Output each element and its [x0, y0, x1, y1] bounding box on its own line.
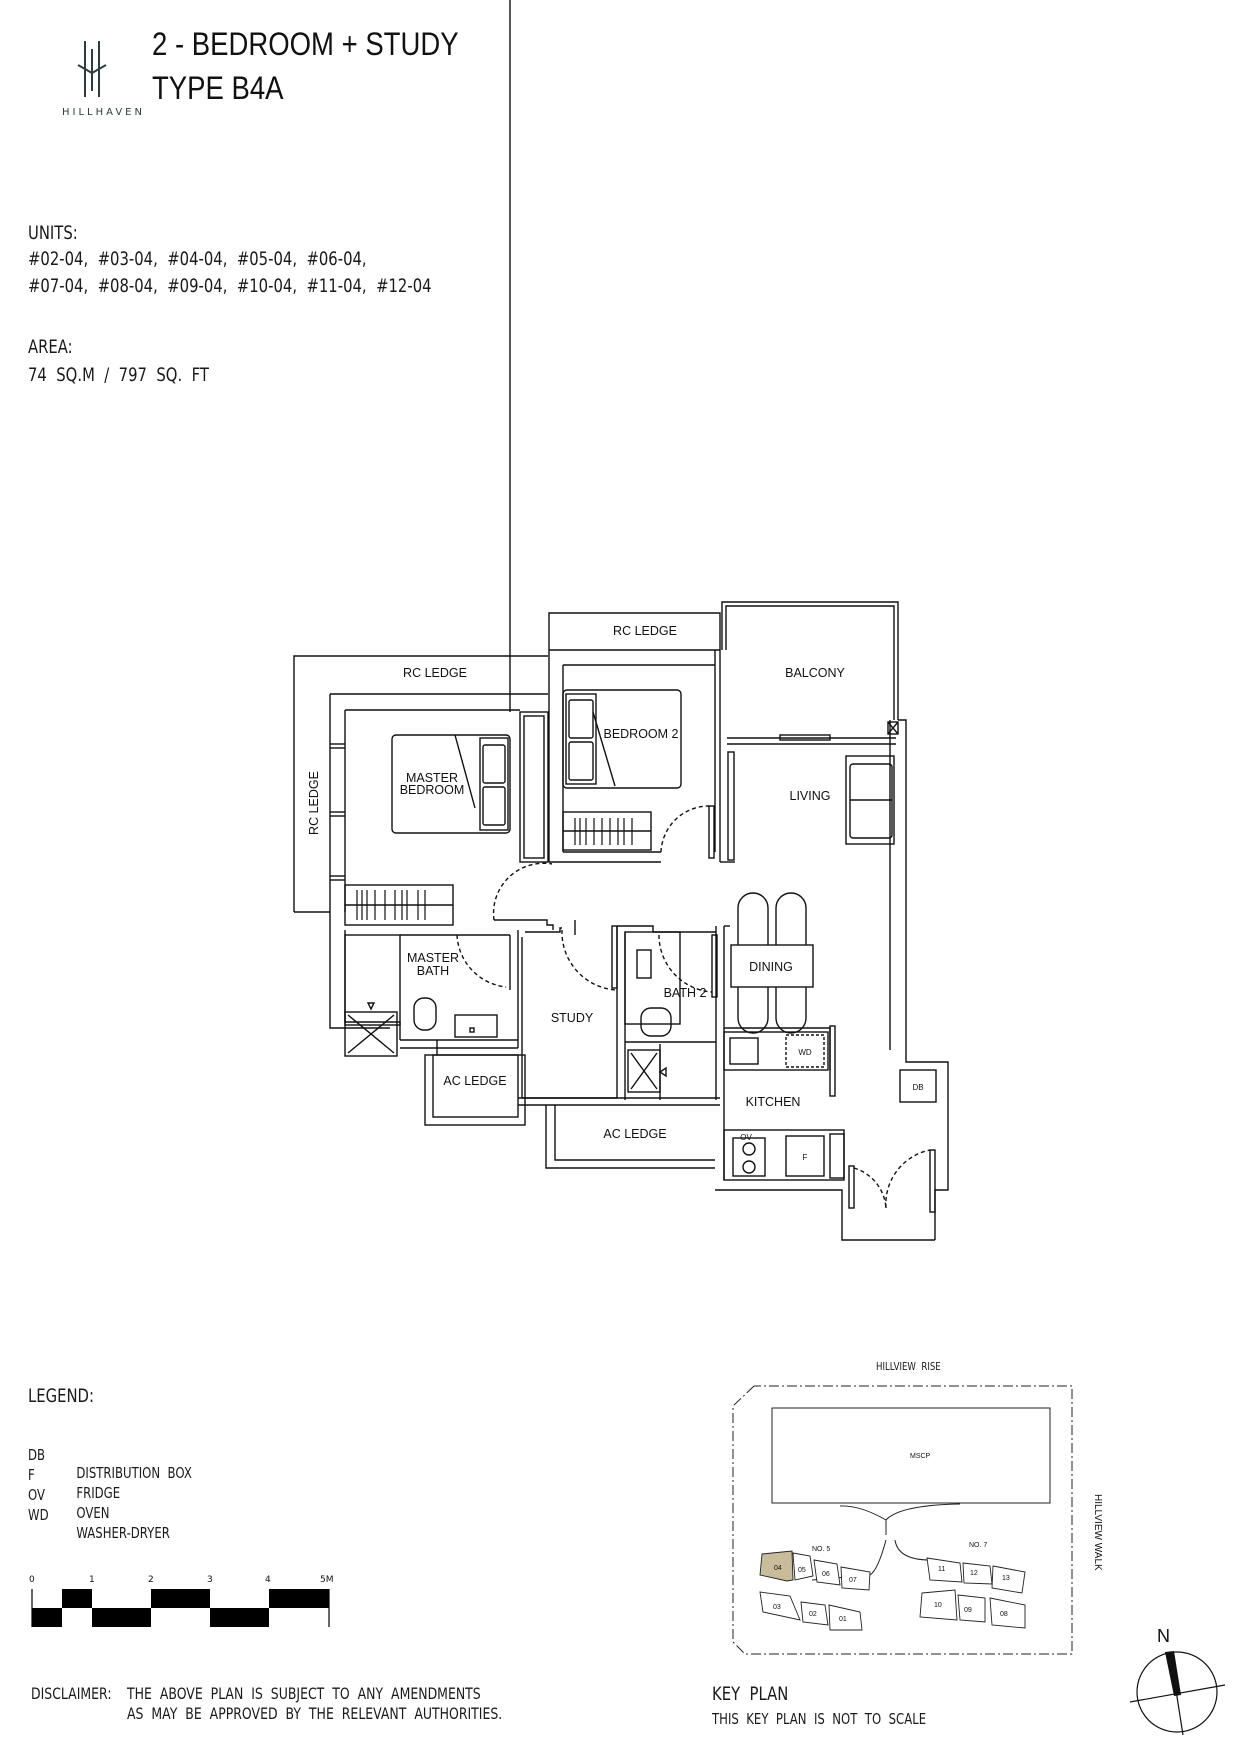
key-plan-mscp: MSCP	[910, 1453, 931, 1460]
disclaimer-line1: THE ABOVE PLAN IS SUBJECT TO ANY AMENDME…	[127, 1684, 481, 1703]
legend-desc: OVEN	[76, 1504, 110, 1522]
legend-code: WD	[28, 1506, 49, 1524]
key-plan-unit: 12	[970, 1570, 978, 1577]
legend-item: DB DISTRIBUTION BOX	[28, 1428, 192, 1482]
key-plan-unit: 03	[773, 1604, 781, 1611]
legend-title: LEGEND:	[28, 1385, 94, 1407]
label-study: STUDY	[551, 1011, 594, 1025]
legend-list: DB DISTRIBUTION BOX F FRIDGE OV OVEN WD …	[28, 1428, 192, 1542]
legend-item: OV OVEN	[28, 1468, 110, 1522]
key-plan-block-no7: NO. 7	[969, 1542, 987, 1549]
scale-tick-0: 0	[29, 1575, 35, 1585]
label-balcony: BALCONY	[785, 666, 845, 680]
north-compass-icon: N	[1129, 1626, 1226, 1736]
label-master-bath-2: BATH	[417, 964, 449, 978]
key-plan-unit: 13	[1002, 1575, 1010, 1582]
key-plan-road-right: HILLVIEW WALK	[1092, 1494, 1103, 1571]
key-plan-unit: 02	[809, 1611, 817, 1618]
area-value: 74 SQ.M / 797 SQ. FT	[28, 364, 209, 386]
units-line1: #02-04, #03-04, #04-04, #05-04, #06-04,	[28, 248, 367, 270]
label-rc-ledge-upper: RC LEDGE	[403, 666, 467, 680]
label-ac-ledge-left: AC LEDGE	[443, 1074, 506, 1088]
label-f: F	[803, 1153, 808, 1162]
key-plan-title: KEY PLAN	[712, 1683, 789, 1705]
scale-tick-2: 2	[148, 1575, 154, 1585]
key-plan-unit: 07	[849, 1577, 857, 1584]
key-plan-road-top: HILLVIEW RISE	[876, 1360, 941, 1373]
scale-tick-4: 4	[265, 1575, 271, 1585]
legend-code: OV	[28, 1486, 46, 1504]
key-plan-unit: 04	[774, 1565, 782, 1572]
label-living: LIVING	[790, 789, 831, 803]
key-plan-block-no5: NO. 5	[812, 1546, 830, 1553]
label-master-bedroom-1: MASTER	[406, 771, 458, 785]
brand-logo: HILLHAVEN	[30, 35, 142, 120]
label-master-bedroom-2: BEDROOM	[400, 783, 465, 797]
legend-desc: FRIDGE	[76, 1484, 121, 1502]
key-plan-unit: 09	[964, 1607, 972, 1614]
compass-n-label: N	[1157, 1626, 1170, 1646]
legend-desc: DISTRIBUTION BOX	[76, 1464, 192, 1482]
label-kitchen: KITCHEN	[746, 1095, 801, 1109]
label-wd: WD	[798, 1048, 812, 1057]
label-db: DB	[912, 1083, 923, 1092]
key-plan-unit: 10	[934, 1602, 942, 1609]
legend-code: F	[28, 1466, 35, 1484]
scale-tick-1: 1	[89, 1575, 95, 1585]
legend-code: DB	[28, 1446, 46, 1464]
units-label: UNITS:	[28, 222, 78, 244]
page-title-line2: TYPE B4A	[152, 70, 284, 106]
label-rc-ledge-top: RC LEDGE	[613, 624, 677, 638]
disclaimer-label: DISCLAIMER:	[31, 1684, 112, 1703]
legend-item: F FRIDGE	[28, 1448, 120, 1502]
disclaimer-line2: AS MAY BE APPROVED BY THE RELEVANT AUTHO…	[127, 1704, 503, 1723]
label-ov: OV	[740, 1133, 752, 1142]
scale-bar: 0 1 2 3 4 5M	[0, 1575, 360, 1645]
scale-bar-graphic	[31, 1589, 330, 1627]
label-ac-ledge-right: AC LEDGE	[603, 1127, 666, 1141]
legend-desc: WASHER-DRYER	[76, 1524, 170, 1542]
scale-tick-3: 3	[207, 1575, 213, 1585]
label-rc-ledge-side: RC LEDGE	[307, 771, 321, 835]
label-bedroom-2: BEDROOM 2	[603, 727, 678, 741]
key-plan-unit: 06	[822, 1571, 830, 1578]
label-bath-2: BATH 2	[664, 986, 707, 1000]
label-dining: DINING	[749, 960, 793, 974]
hillhaven-logo-icon	[77, 41, 107, 97]
key-plan-unit: 11	[938, 1566, 945, 1573]
key-plan-unit: 05	[798, 1567, 806, 1574]
key-plan-subtitle: THIS KEY PLAN IS NOT TO SCALE	[712, 1710, 927, 1728]
units-line2: #07-04, #08-04, #09-04, #10-04, #11-04, …	[28, 275, 432, 297]
logo-text: HILLHAVEN	[62, 107, 145, 118]
legend-item: WD WASHER-DRYER	[28, 1488, 170, 1542]
label-master-bath-1: MASTER	[407, 951, 459, 965]
key-plan-unit: 01	[839, 1616, 847, 1623]
page-title-line1: 2 - BEDROOM + STUDY	[152, 26, 459, 62]
key-plan-unit: 08	[1000, 1611, 1008, 1618]
area-label: AREA:	[28, 336, 73, 358]
scale-tick-5: 5M	[320, 1575, 334, 1585]
